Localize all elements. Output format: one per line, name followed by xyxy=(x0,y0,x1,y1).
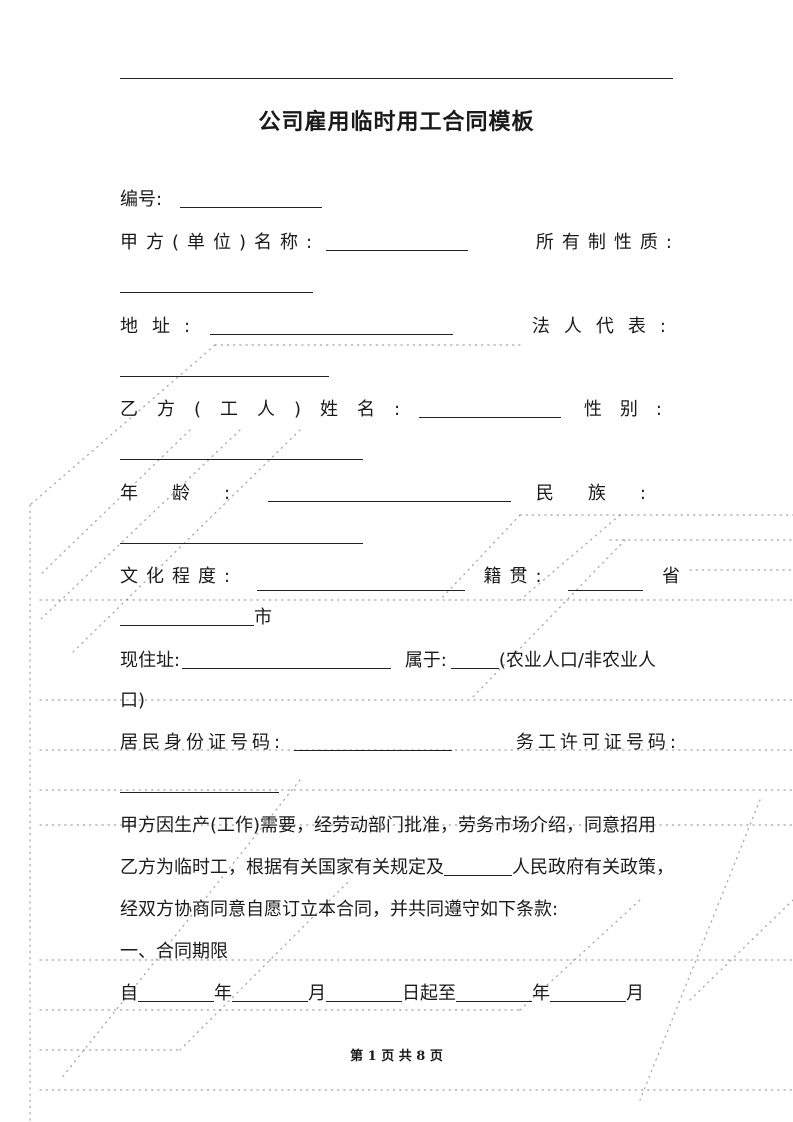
label-end-month: 月 xyxy=(626,983,644,1004)
label-hukou-line1: (农业人口/非农业人 xyxy=(498,650,656,671)
dotted-pattern-line xyxy=(639,799,761,1101)
row-id-number: 居民身份证号码: 务工许可证号码: xyxy=(120,729,680,757)
row-ethnicity-blank xyxy=(120,522,680,550)
blank-education[interactable] xyxy=(256,570,465,591)
paragraph-line-2: 乙方为临时工，根据有关国家有关规定及 人民政府有关政策， xyxy=(120,854,680,882)
document-title: 公司雇用临时用工合同模板 xyxy=(258,110,535,135)
row-age: 年龄: 民族: xyxy=(120,480,680,508)
blank-age[interactable] xyxy=(268,481,512,502)
dotted-pattern-line xyxy=(439,514,521,601)
row-current-address: 现住址: 属于: (农业人口/非农业人 xyxy=(120,647,680,675)
row-city: 市 xyxy=(120,604,680,632)
label-party-a-name: 甲方(单位)名称: xyxy=(120,232,321,253)
label-native-place: 籍贯: xyxy=(483,566,550,587)
dotted-pattern-line xyxy=(39,429,241,621)
blank-current-address[interactable] xyxy=(182,648,392,669)
label-ethnicity: 民族: xyxy=(535,483,680,504)
blank-belongs-to[interactable] xyxy=(450,648,499,669)
label-number: 编号: xyxy=(120,189,163,210)
label-legal-rep: 法人代表: xyxy=(531,316,680,337)
row-ownership-blank xyxy=(120,271,680,299)
dotted-pattern-line xyxy=(519,899,641,1011)
dotted-pattern-line xyxy=(59,779,301,1081)
row-education: 文化程度: 籍贯: 省 xyxy=(120,563,680,591)
paragraph-text-2a: 乙方为临时工，根据有关国家有关规定及 xyxy=(120,857,444,878)
row-address: 地址: 法人代表: xyxy=(120,313,680,341)
label-id-number: 居民身份证号码: xyxy=(120,732,285,753)
section-heading-1: 一、合同期限 xyxy=(120,938,680,966)
label-day-to: 日起至 xyxy=(402,983,456,1004)
dotted-pattern-line xyxy=(689,899,793,1001)
blank-party-b-name[interactable] xyxy=(419,397,562,418)
paragraph-text-3: 经双方协商同意自愿订立本合同，并共同遵守如下条款: xyxy=(120,899,559,920)
row-gender-blank xyxy=(120,438,680,466)
paragraph-line-3: 经双方协商同意自愿订立本合同，并共同遵守如下条款: xyxy=(120,896,680,924)
blank-local-government[interactable] xyxy=(444,855,512,876)
blank-city[interactable] xyxy=(120,605,254,626)
label-start-month: 月 xyxy=(308,983,326,1004)
blank-id-number[interactable] xyxy=(294,730,453,751)
dotted-pattern-line xyxy=(69,429,301,656)
label-address: 地址: xyxy=(120,316,205,337)
label-age: 年龄: xyxy=(120,483,265,504)
blank-end-month[interactable] xyxy=(550,981,626,1002)
blank-start-day[interactable] xyxy=(326,981,402,1002)
row-party-a: 甲方(单位)名称: 所有制性质: xyxy=(120,229,680,257)
label-current-address: 现住址: xyxy=(120,650,181,671)
row-hukou-line2: 口) xyxy=(120,687,680,715)
paragraph-text-2b: 人民政府有关政策， xyxy=(512,857,674,878)
dotted-pattern-line xyxy=(39,429,191,576)
label-education: 文化程度: xyxy=(120,566,239,587)
label-ownership: 所有制性质: xyxy=(535,232,680,253)
label-party-b-name: 乙方(工人)姓名: xyxy=(120,399,420,420)
page-footer: 第 1 页 共 8 页 xyxy=(350,1049,443,1064)
label-belongs-to: 属于: xyxy=(404,650,447,671)
blank-start-year[interactable] xyxy=(138,981,214,1002)
row-party-b: 乙方(工人)姓名: 性别: xyxy=(120,396,680,424)
row-legal-rep-blank xyxy=(120,355,680,383)
label-from: 自 xyxy=(120,983,138,1004)
label-province: 省 xyxy=(661,566,680,587)
blank-number[interactable] xyxy=(179,187,322,208)
blank-work-permit[interactable] xyxy=(120,772,279,793)
blank-party-a-name[interactable] xyxy=(326,230,469,251)
label-city: 市 xyxy=(254,607,272,628)
row-contract-period: 自 年 月 日起至 年 月 xyxy=(120,980,680,1008)
label-gender: 性别: xyxy=(583,399,680,420)
blank-ownership[interactable] xyxy=(120,272,313,293)
blank-ethnicity[interactable] xyxy=(120,523,363,544)
blank-gender[interactable] xyxy=(120,439,363,460)
paragraph-line-1: 甲方因生产(工作)需要，经劳动部门批准，劳务市场介绍，同意招用 xyxy=(120,812,680,840)
blank-legal-rep[interactable] xyxy=(120,356,329,377)
label-start-year: 年 xyxy=(214,983,232,1004)
blank-end-year[interactable] xyxy=(456,981,532,1002)
section-title-contract-period: 一、合同期限 xyxy=(120,941,228,962)
label-hukou-line2: 口) xyxy=(120,690,146,711)
blank-address[interactable] xyxy=(210,314,454,335)
paragraph-text-1: 甲方因生产(工作)需要，经劳动部门批准，劳务市场介绍，同意招用 xyxy=(120,815,657,836)
row-work-permit-blank xyxy=(120,771,680,799)
blank-start-month[interactable] xyxy=(232,981,308,1002)
header-rule xyxy=(120,78,673,79)
dotted-pattern-line xyxy=(469,539,626,701)
label-work-permit: 务工许可证号码: xyxy=(515,732,680,753)
label-end-year: 年 xyxy=(532,983,550,1004)
row-number: 编号: xyxy=(120,186,680,214)
blank-province[interactable] xyxy=(568,570,644,591)
